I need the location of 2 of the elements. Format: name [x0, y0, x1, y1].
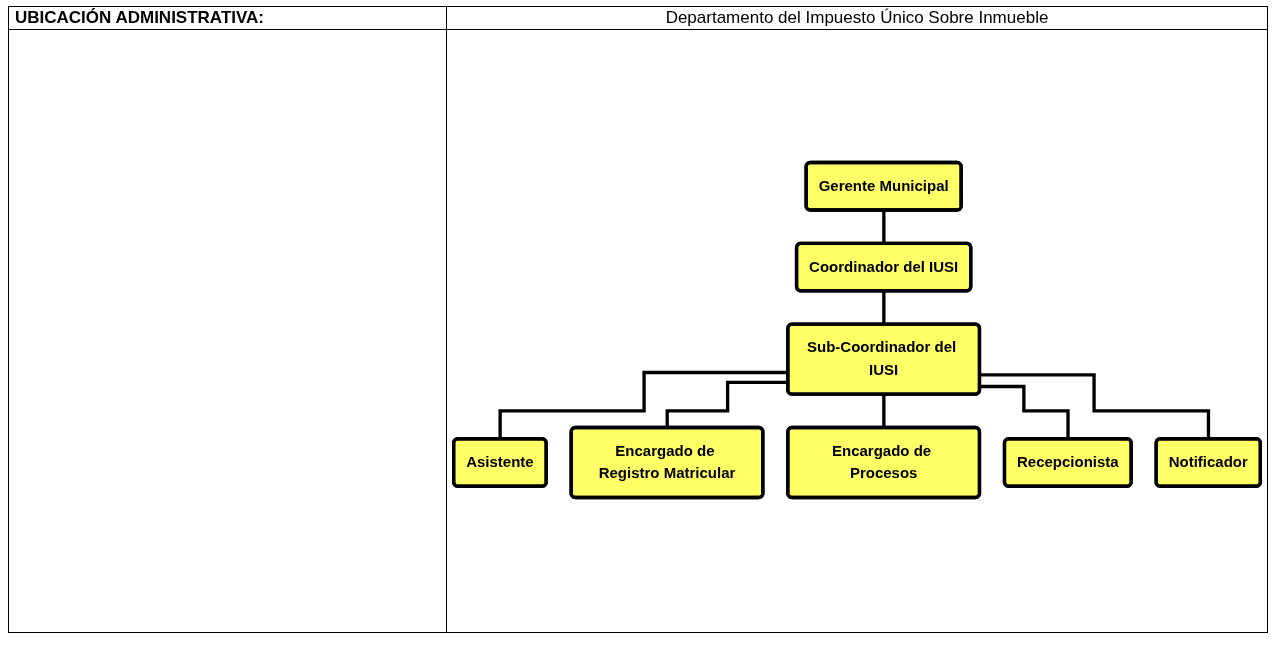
- header-label: UBICACIÓN ADMINISTRATIVA:: [15, 8, 264, 27]
- department-name: Departamento del Impuesto Único Sobre Inmueble: [665, 8, 1049, 27]
